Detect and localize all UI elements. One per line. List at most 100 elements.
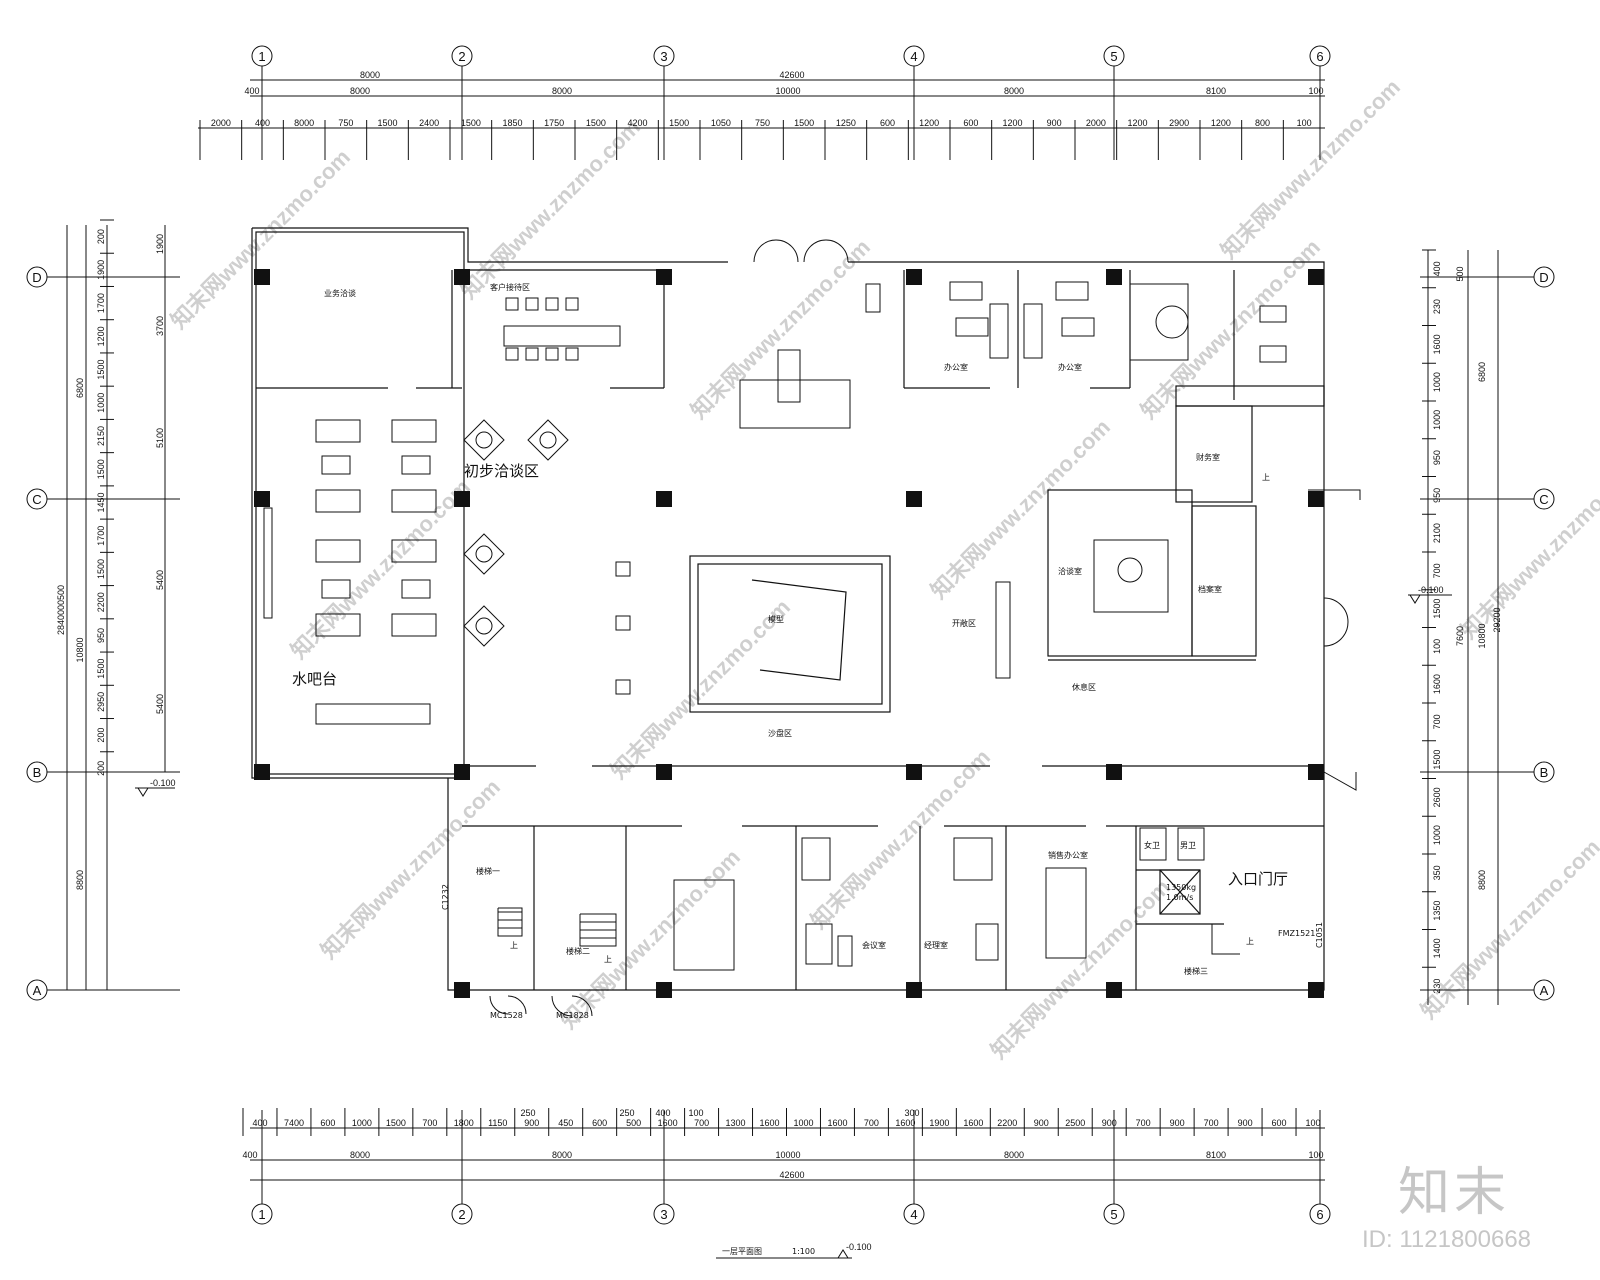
door-tag: FMZ1521 xyxy=(1278,929,1315,938)
dim-text: 230 xyxy=(1432,299,1442,314)
dim-text: 400 xyxy=(1432,261,1442,276)
grid-label-col: 3 xyxy=(660,49,667,64)
dim-text: 900 xyxy=(1102,1118,1117,1128)
dim-text: 8000 xyxy=(360,70,380,80)
chair xyxy=(505,347,519,361)
dim-text: 100 xyxy=(1308,86,1323,96)
dim-text: 1250 xyxy=(836,118,856,128)
elevator-capacity: 1350kg xyxy=(1166,883,1196,892)
chair xyxy=(565,297,579,311)
dim-text: 1200 xyxy=(919,118,939,128)
meeting-table xyxy=(1045,867,1087,959)
dim-text: 1500 xyxy=(461,118,481,128)
office-desk xyxy=(801,837,831,881)
dim-text: 4200 xyxy=(627,118,647,128)
cabinet xyxy=(1259,305,1287,323)
bay-window xyxy=(1308,489,1361,791)
room-label-water-bar: 水吧台 xyxy=(292,670,337,688)
column xyxy=(1106,764,1122,780)
dim-text: 1050 xyxy=(711,118,731,128)
watermark-text: 知末网www.znzmo.com xyxy=(286,474,475,663)
structural-columns xyxy=(254,269,1324,998)
column xyxy=(1308,764,1324,780)
room-label-stairs: 楼梯三 xyxy=(1184,966,1208,976)
sofa xyxy=(949,281,983,301)
dim-text: 1450 xyxy=(96,492,106,512)
dim-text: 2000 xyxy=(1086,118,1106,128)
sofa xyxy=(315,489,361,513)
sofa xyxy=(1055,281,1089,301)
dim-text: 400 xyxy=(242,1150,257,1160)
sofa xyxy=(805,923,833,965)
dim-text: 1000 xyxy=(1432,410,1442,430)
dim-text: 700 xyxy=(694,1118,709,1128)
dining-set xyxy=(463,605,505,647)
watermark-text: 知末网www.znzmo.com xyxy=(1416,834,1600,1023)
dim-text: 900 xyxy=(1170,1118,1185,1128)
dim-text: 1000 xyxy=(352,1118,372,1128)
watermark-layer: 知末网www.znzmo.com 知末网www.znzmo.com 知末网www.z… xyxy=(166,74,1600,1063)
round-table xyxy=(1155,305,1189,339)
dim-text: 1900 xyxy=(929,1118,949,1128)
watermark-text: 知末网www.znzmo.com xyxy=(1136,234,1325,423)
dim-text: 500 xyxy=(626,1118,641,1128)
drawing-scale: 1:100 xyxy=(792,1247,815,1256)
stair-flight xyxy=(579,913,617,947)
dim-text: 2200 xyxy=(997,1118,1017,1128)
dim-text: 5400 xyxy=(155,570,165,590)
column xyxy=(1308,269,1324,285)
dim-text: 100 xyxy=(1432,639,1442,654)
dim-text: 100 xyxy=(1297,118,1312,128)
column xyxy=(906,269,922,285)
dim-text: 100 xyxy=(688,1108,703,1118)
up-arrow-label: 上 xyxy=(1262,473,1270,482)
column xyxy=(254,764,270,780)
dim-text: 1600 xyxy=(895,1118,915,1128)
sofa xyxy=(955,317,989,337)
dim-text: 1750 xyxy=(544,118,564,128)
grid-label-row: C xyxy=(1539,492,1548,507)
column xyxy=(454,269,470,285)
dim-text: 1600 xyxy=(760,1118,780,1128)
pedestal xyxy=(615,679,631,695)
dim-text: 600 xyxy=(963,118,978,128)
up-arrow-label: 上 xyxy=(1246,937,1254,946)
toilet-cubicle xyxy=(1177,827,1205,861)
bench xyxy=(989,303,1009,359)
round-table xyxy=(475,617,493,635)
dim-text: 700 xyxy=(1204,1118,1219,1128)
dim-text: 900 xyxy=(524,1118,539,1128)
bed-lounge xyxy=(1129,283,1189,361)
dining-set xyxy=(463,419,505,461)
round-table xyxy=(539,431,557,449)
dim-text: 950 xyxy=(1432,488,1442,503)
dim-text: 400 xyxy=(244,86,259,96)
dim-text: 2150 xyxy=(96,426,106,446)
dim-text: 8000 xyxy=(552,86,572,96)
dim-text: 1700 xyxy=(96,293,106,313)
dim-text: 42600 xyxy=(779,1170,804,1180)
dim-text: 1500 xyxy=(1432,599,1442,619)
dim-text: 2600 xyxy=(1432,787,1442,807)
dim-text: 8000 xyxy=(1004,1150,1024,1160)
sofa xyxy=(391,419,437,443)
dimension-lines xyxy=(26,45,1555,1259)
dim-text: 5400 xyxy=(155,694,165,714)
dim-text: 600 xyxy=(1272,1118,1287,1128)
dim-text: 1600 xyxy=(827,1118,847,1128)
dim-text: 8000 xyxy=(294,118,314,128)
dim-text: 400 xyxy=(252,1118,267,1128)
dim-text: 42600 xyxy=(779,70,804,80)
elevator-speed: 1.0m/s xyxy=(1166,893,1193,902)
dim-text: 1600 xyxy=(1432,674,1442,694)
grid-label-col: 4 xyxy=(910,1207,917,1222)
room-label-negotiation: 初步洽谈区 xyxy=(464,462,539,480)
dim-text: 350 xyxy=(1432,865,1442,880)
dim-text: 950 xyxy=(1432,450,1442,465)
dim-text: 900 xyxy=(1047,118,1062,128)
dim-text: 500 xyxy=(1455,266,1465,281)
watermark-text: 知末网www.znzmo.com xyxy=(686,234,875,423)
dim-text: 7400 xyxy=(284,1118,304,1128)
